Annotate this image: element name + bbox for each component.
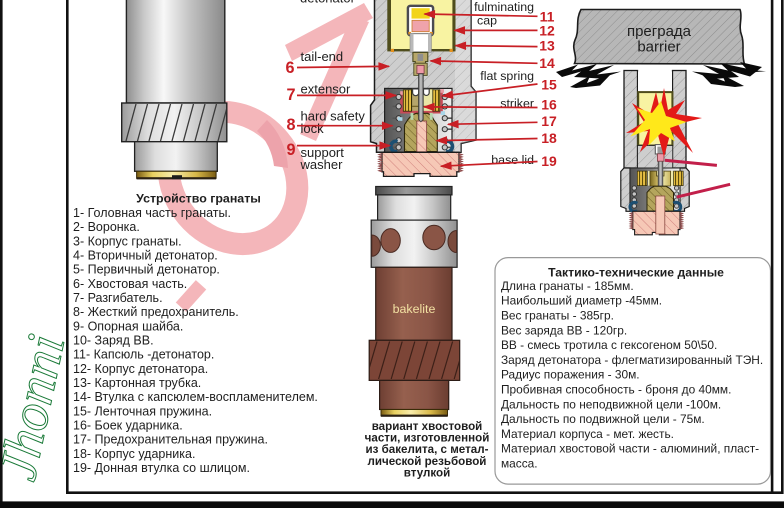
svg-text:cap: cap (477, 14, 497, 28)
svg-text:Пробивная способность - броня: Пробивная способность - броня до 40мм. (501, 383, 731, 397)
svg-text:3- Корпус гранаты.: 3- Корпус гранаты. (73, 234, 182, 248)
svg-text:9: 9 (286, 141, 295, 159)
svg-text:преграда: преграда (627, 23, 692, 40)
svg-text:17- Предохранительная пружина.: 17- Предохранительная пружина. (73, 433, 268, 447)
svg-text:Вес заряда ВВ - 120гр.: Вес заряда ВВ - 120гр. (501, 323, 627, 337)
svg-text:вариант хвостовой: вариант хвостовой (372, 420, 483, 433)
svg-text:fulminating: fulminating (474, 0, 534, 14)
svg-text:16- Боек ударника.: 16- Боек ударника. (73, 419, 183, 433)
svg-text:12: 12 (539, 23, 555, 39)
svg-text:15: 15 (541, 77, 557, 93)
svg-text:16: 16 (541, 97, 557, 113)
svg-text:части, изготовленной: части, изготовленной (365, 432, 490, 445)
svg-text:Вес гранаты - 385гр.: Вес гранаты - 385гр. (501, 309, 614, 323)
svg-text:Дальность по подвижной цели -: Дальность по подвижной цели - 75м. (501, 412, 705, 426)
svg-text:6: 6 (285, 59, 294, 77)
svg-text:11: 11 (540, 8, 555, 24)
svg-text:bakelite: bakelite (393, 302, 436, 316)
svg-text:19- Донная втулка со шлицом.: 19- Донная втулка со шлицом. (73, 461, 250, 475)
svg-text:9- Опорная шайба.: 9- Опорная шайба. (73, 319, 183, 333)
svg-text:14- Втулка с капсюлем-воспламе: 14- Втулка с капсюлем-воспламенителем. (73, 390, 318, 404)
svg-text:18: 18 (541, 130, 557, 146)
svg-text:washer: washer (300, 157, 344, 172)
svg-text:12- Корпус детонатора.: 12- Корпус детонатора. (73, 362, 208, 376)
svg-text:масса.: масса. (501, 457, 538, 471)
svg-text:Материал хвостовой части - алю: Материал хвостовой части - алюминий, пла… (501, 442, 759, 456)
svg-text:8: 8 (286, 116, 295, 134)
svg-text:7: 7 (286, 86, 295, 104)
svg-text:18- Корпус ударника.: 18- Корпус ударника. (73, 447, 195, 461)
svg-text:1- Головная часть гранаты.: 1- Головная часть гранаты. (73, 206, 231, 220)
svg-text:11- Капсюль -детонатор.: 11- Капсюль -детонатор. (73, 348, 214, 362)
svg-text:Тактико-технические данные: Тактико-технические данные (548, 266, 724, 280)
svg-text:base lid: base lid (491, 153, 534, 167)
svg-text:14: 14 (539, 55, 555, 71)
svg-text:ВВ - смесь тротила с гексогено: ВВ - смесь тротила с гексогеном 50\50. (501, 338, 717, 352)
svg-text:лической резьбовой: лической резьбовой (368, 455, 487, 468)
svg-text:flat spring: flat spring (480, 69, 534, 83)
svg-text:2- Воронка.: 2- Воронка. (73, 220, 140, 234)
svg-text:6- Хвостовая часть.: 6- Хвостовая часть. (73, 277, 187, 291)
svg-text:13- Картонная трубка.: 13- Картонная трубка. (73, 376, 201, 390)
svg-text:Наибольший диаметр -45мм.: Наибольший диаметр -45мм. (501, 294, 662, 308)
svg-text:Радиус поражения - 30м.: Радиус поражения - 30м. (501, 368, 640, 382)
svg-text:extensor: extensor (301, 82, 352, 97)
svg-text:19: 19 (541, 153, 557, 169)
svg-text:втулкой: втулкой (404, 466, 450, 479)
svg-text:5- Первичный детонатор.: 5- Первичный детонатор. (73, 263, 220, 277)
svg-text:barrier: barrier (637, 39, 680, 56)
svg-text:lock: lock (301, 121, 325, 136)
svg-text:4- Вторичный детонатор.: 4- Вторичный детонатор. (73, 249, 218, 263)
svg-text:Дальность по неподвижной цели: Дальность по неподвижной цели -100м. (501, 397, 721, 411)
svg-text:17: 17 (541, 113, 557, 129)
svg-text:support: support (301, 145, 345, 160)
svg-text:из бакелита, с метал-: из бакелита, с метал- (366, 443, 489, 456)
svg-text:Материал корпуса - мет. жесть.: Материал корпуса - мет. жесть. (501, 427, 674, 441)
svg-text:detonator: detonator (300, 0, 356, 6)
svg-text:15- Ленточная пружина.: 15- Ленточная пружина. (73, 404, 212, 418)
svg-text:7- Разгибатель.: 7- Разгибатель. (73, 291, 163, 305)
svg-text:13: 13 (539, 38, 555, 54)
svg-text:Длина гранаты - 185мм.: Длина гранаты - 185мм. (501, 279, 634, 293)
svg-text:Устройство гранаты: Устройство гранаты (136, 192, 261, 206)
svg-text:tail-end: tail-end (301, 49, 344, 64)
svg-text:8- Жесткий предохранитель.: 8- Жесткий предохранитель. (73, 305, 239, 319)
svg-text:hard safety: hard safety (301, 109, 366, 124)
svg-text:Заряд детонатора - флегматизир: Заряд детонатора - флегматизированный ТЭ… (501, 353, 763, 367)
svg-text:10- Заряд ВВ.: 10- Заряд ВВ. (73, 334, 154, 348)
